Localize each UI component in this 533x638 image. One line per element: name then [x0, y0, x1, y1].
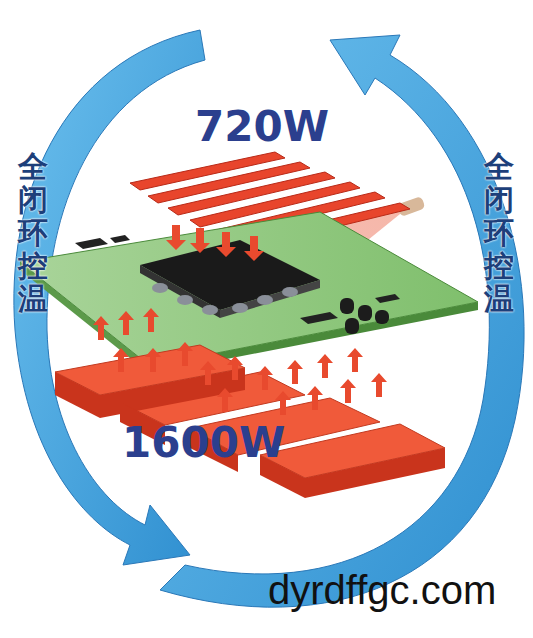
watermark: dyrdffgc.com — [268, 568, 496, 613]
loop-arrow — [14, 30, 524, 607]
bottom-heater — [55, 308, 445, 498]
power-label: 720W — [195, 102, 329, 151]
loop-label: 全闭环控温 — [484, 150, 514, 315]
heat-arrows — [166, 225, 264, 261]
pcb-board — [20, 212, 478, 374]
loop-label: 全闭环控温 — [18, 150, 48, 315]
power-label: 1600W — [122, 418, 285, 467]
